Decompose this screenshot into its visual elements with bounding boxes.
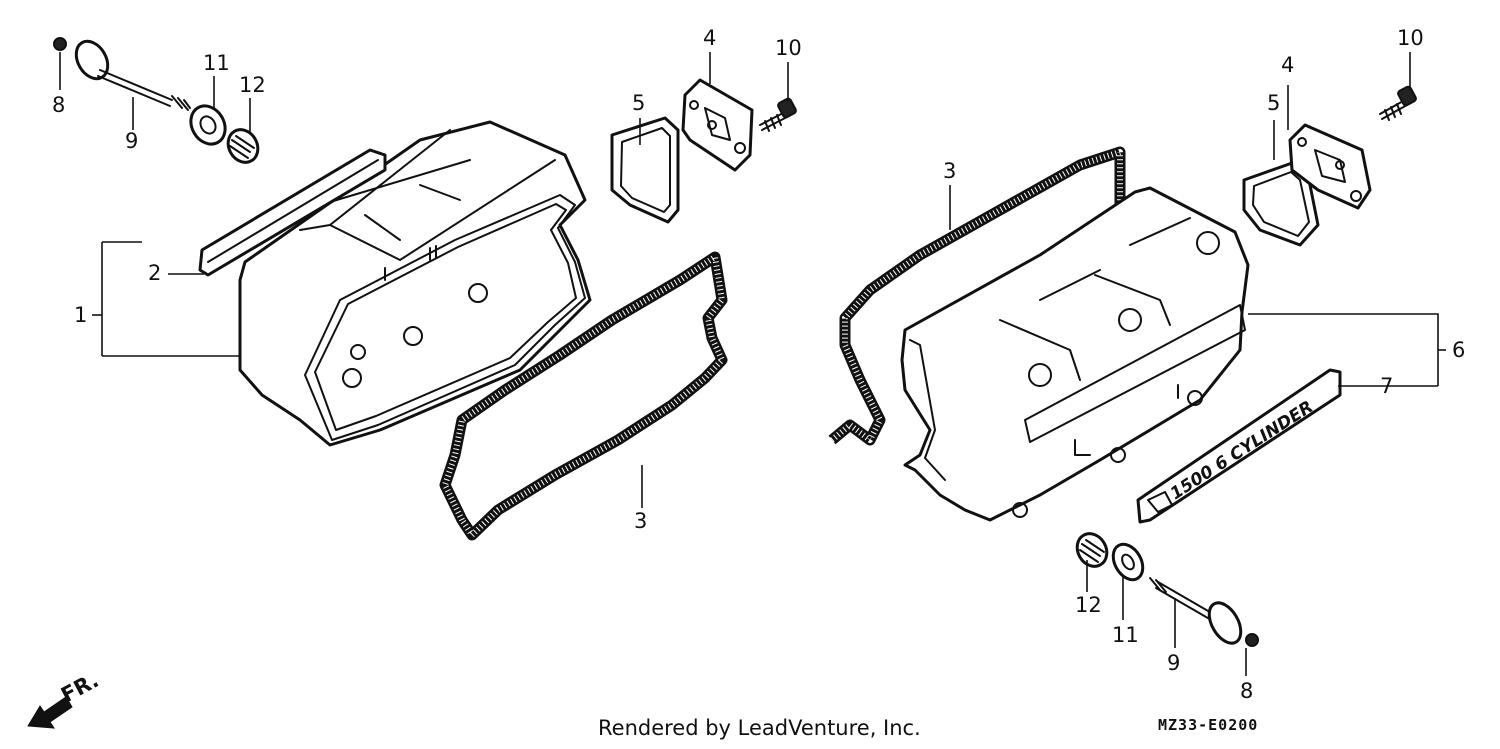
front-direction-indicator: FR.: [27, 668, 103, 729]
left-breather-plate: [681, 78, 754, 172]
callout-10-right: 10: [1397, 26, 1424, 50]
callout-1: 1: [74, 303, 87, 327]
left-plate-bolt: [759, 97, 797, 132]
left-head-cover: [238, 120, 592, 447]
right-cover-bolt-assembly: [1075, 532, 1259, 647]
callout-9-right: 9: [1167, 651, 1180, 675]
left-cover-bolt-assembly: [53, 37, 260, 164]
callout-10-left: 10: [775, 36, 802, 60]
render-credit: Rendered by LeadVenture, Inc.: [598, 716, 921, 740]
callout-5-right: 5: [1267, 91, 1280, 115]
leader-lines: [59, 52, 1446, 676]
diagram-code: MZ33-E0200: [1158, 716, 1259, 734]
callout-12-left: 12: [239, 73, 266, 97]
emblem-text: 1500 6 CYLINDER: [1167, 397, 1317, 504]
callout-8-left: 8: [52, 93, 65, 117]
callout-4-left: 4: [703, 26, 716, 50]
callout-12-right: 12: [1075, 593, 1102, 617]
callout-3-left: 3: [634, 509, 647, 533]
callout-7: 7: [1380, 374, 1393, 398]
callouts: 1 2 3 3 3 4 4 5 5 6 7 8 8 9 9 10 10 11 1…: [52, 26, 1465, 703]
callout-9-left: 9: [125, 129, 138, 153]
callout-5-left: 5: [632, 91, 645, 115]
left-breather-gasket: [610, 116, 680, 224]
callout-6: 6: [1452, 338, 1465, 362]
left-head-gasket: [439, 251, 728, 541]
arrow-down-left-icon: [27, 696, 73, 729]
right-breather-plate: [1288, 123, 1372, 210]
right-head-gasket: [828, 146, 1126, 446]
callout-8-right: 8: [1240, 679, 1253, 703]
callout-11-right: 11: [1112, 623, 1139, 647]
right-head-cover: [900, 186, 1250, 522]
callout-4-right: 4: [1281, 53, 1294, 77]
callout-3-right: 3: [943, 159, 956, 183]
left-side-seal: [198, 148, 387, 277]
callout-2: 2: [148, 261, 161, 285]
right-plate-bolt: [1379, 85, 1417, 121]
callout-11-left: 11: [203, 51, 230, 75]
